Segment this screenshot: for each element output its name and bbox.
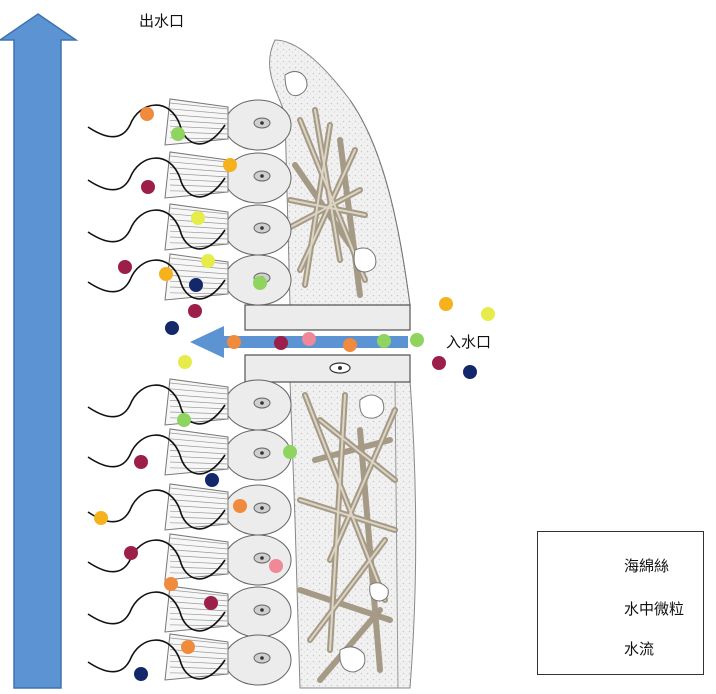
legend-water-flow-label: 水流: [624, 640, 655, 658]
particle: [181, 640, 195, 654]
choanocytes-upper: [87, 98, 292, 306]
choanocyte: [87, 378, 292, 431]
legend-spongin-label: 海綿絲: [624, 557, 670, 575]
amoebocytes: [284, 71, 389, 673]
outlet-flow-arrow: [0, 13, 79, 689]
particle: [274, 336, 288, 350]
particle: [269, 559, 283, 573]
spongin-fibers-lower-inner: [299, 394, 396, 651]
spongin-fibers-upper-inner: [284, 109, 366, 286]
particle: [223, 158, 237, 172]
particle: [343, 338, 357, 352]
particle: [204, 596, 218, 610]
particle: [191, 211, 205, 225]
particle: [481, 307, 495, 321]
choanocyte: [87, 483, 292, 536]
particle: [118, 260, 132, 274]
particle: [134, 667, 148, 681]
particle: [205, 473, 219, 487]
choanocyte: [87, 151, 292, 204]
particle: [159, 267, 173, 281]
particle: [432, 356, 446, 370]
particle: [377, 334, 391, 348]
choanocyte: [87, 98, 292, 151]
choanocyte: [87, 428, 292, 481]
particle: [227, 335, 241, 349]
particle: [410, 333, 424, 347]
particle: [188, 304, 202, 318]
particle: [178, 355, 192, 369]
inflow-arrow: [190, 326, 408, 358]
particle: [94, 511, 108, 525]
water-particles: [94, 107, 495, 681]
ostium-porocyte: [244, 304, 411, 383]
particle: [302, 332, 316, 346]
particle: [124, 546, 138, 560]
choanocytes-lower: [87, 378, 292, 686]
particle: [164, 577, 178, 591]
particle: [171, 127, 185, 141]
particle: [439, 297, 453, 311]
inlet-label: 入水口: [446, 333, 492, 351]
particle: [189, 278, 203, 292]
particle: [201, 254, 215, 268]
particle: [253, 276, 267, 290]
particle: [165, 321, 179, 335]
outlet-label: 出水口: [139, 12, 185, 30]
particle: [134, 455, 148, 469]
particle: [140, 107, 154, 121]
particle: [233, 499, 247, 513]
choanocyte: [87, 203, 292, 256]
particle: [177, 413, 191, 427]
legend-particles-label: 水中微粒: [624, 600, 685, 618]
particle: [141, 180, 155, 194]
legend-box: 海綿絲 水中微粒 水流: [537, 531, 704, 675]
particle: [463, 365, 477, 379]
choanocyte: [87, 533, 292, 586]
choanocyte: [87, 585, 292, 638]
particle: [283, 445, 297, 459]
choanocyte: [87, 633, 292, 686]
